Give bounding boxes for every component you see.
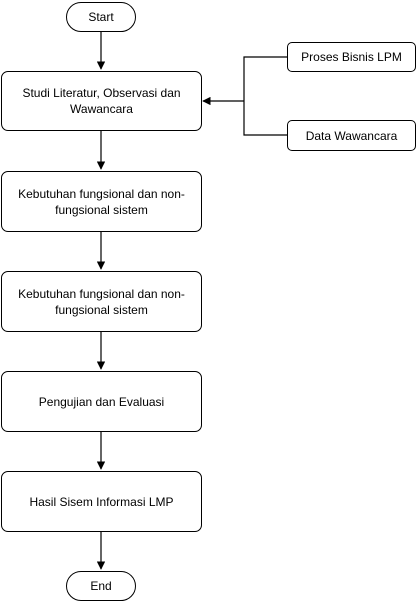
connector-inputs-bracket bbox=[243, 56, 287, 136]
step-pengujian-evaluasi: Pengujian dan Evaluasi bbox=[1, 371, 202, 432]
step-kebutuhan-fungsional-2: Kebutuhan fungsional dan non-fungsional … bbox=[1, 271, 202, 332]
start-node: Start bbox=[66, 2, 136, 32]
step-hasil-sistem: Hasil Sisem Informasi LMP bbox=[1, 471, 202, 532]
input-data-wawancara: Data Wawancara bbox=[287, 120, 416, 151]
end-node: End bbox=[66, 571, 136, 601]
input-proses-bisnis: Proses Bisnis LPM bbox=[287, 42, 416, 72]
step-studi-literatur: Studi Literatur, Observasi dan Wawancara bbox=[1, 71, 202, 131]
step-kebutuhan-fungsional-1: Kebutuhan fungsional dan non-fungsional … bbox=[1, 171, 202, 232]
